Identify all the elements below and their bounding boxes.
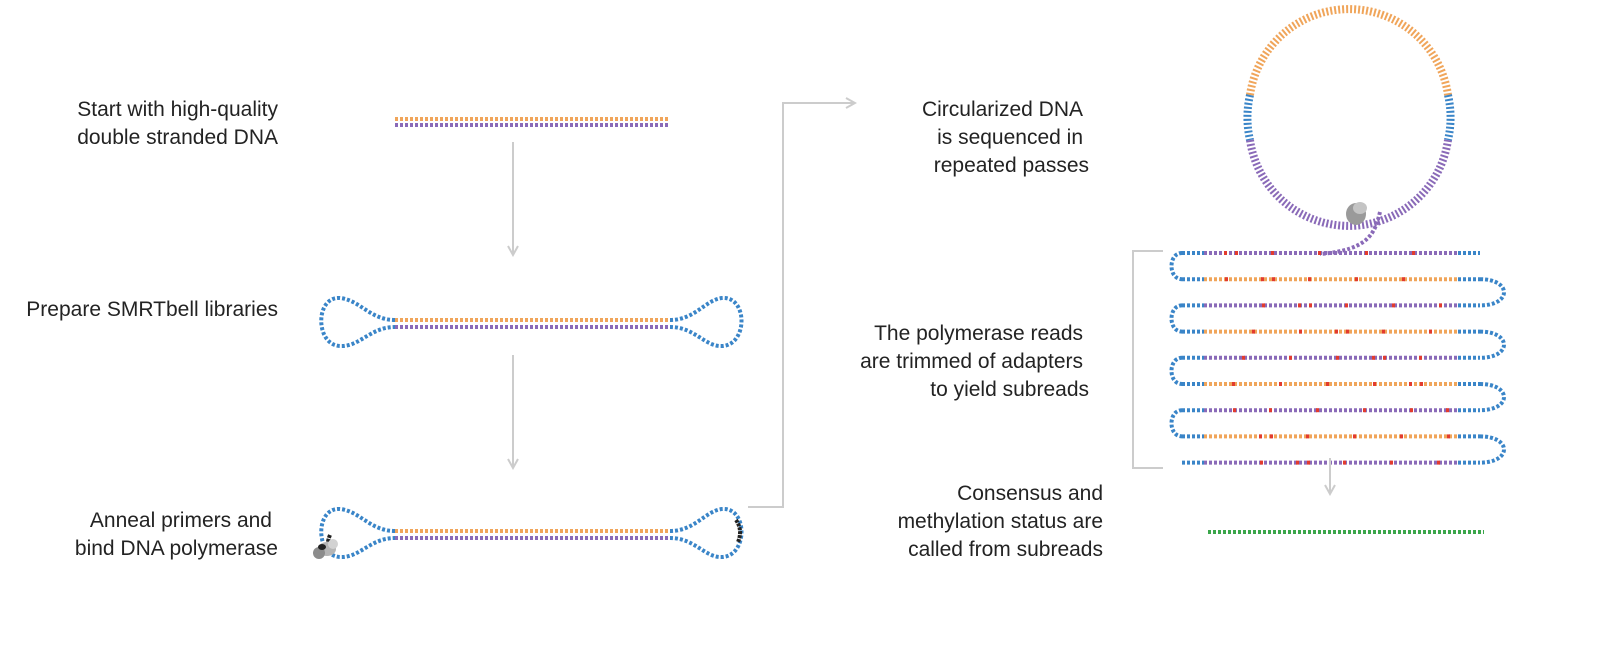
step2-label: Prepare SMRTbell libraries <box>0 296 278 324</box>
step4-line2: is sequenced in <box>937 126 1083 149</box>
subreads-bracket <box>1132 250 1163 469</box>
step6-line1: Consensus and <box>957 482 1103 505</box>
hairpin-adapter-right <box>669 295 744 348</box>
adapter-turn-left <box>1169 355 1183 386</box>
step1-label: Start with high-quality double stranded … <box>20 96 278 152</box>
adapter-turn-right <box>1479 329 1506 360</box>
step2-line1: Prepare SMRTbell libraries <box>26 298 278 321</box>
step5-label: The polymerase reads are trimmed of adap… <box>820 320 1089 404</box>
adapter-turn-left <box>1169 251 1183 282</box>
circle-left-blue <box>1243 94 1254 141</box>
circular-dna <box>1243 5 1455 256</box>
step3-line1: Anneal primers and <box>89 509 272 532</box>
step1-line2: double stranded DNA <box>77 126 278 149</box>
adapter-turn-right <box>1479 277 1506 308</box>
step6-line3: called from subreads <box>908 538 1103 561</box>
step1-line1: Start with high-quality <box>77 98 278 121</box>
step5-line1: The polymerase reads <box>874 322 1083 345</box>
step6-label: Consensus and methylation status are cal… <box>840 480 1103 564</box>
primer-right <box>734 518 743 543</box>
adapter-turn-right <box>1479 434 1506 465</box>
step3-label: Anneal primers and bind DNA polymerase <box>20 507 278 563</box>
adapter-turn-left <box>1169 303 1183 334</box>
step4-line1: Circularized DNA <box>921 98 1083 121</box>
linear-dsdna <box>395 117 670 127</box>
adapter-turn-left <box>1169 408 1183 439</box>
subreads-serpentine <box>1169 251 1506 465</box>
step5-line2: are trimmed of adapters <box>860 350 1083 373</box>
circle-right-blue <box>1444 94 1455 141</box>
step4-label: Circularized DNA is sequenced in repeate… <box>880 96 1089 180</box>
nascent-strand-exit <box>1319 211 1382 256</box>
step5-line3: to yield subreads <box>930 378 1089 401</box>
step3-line2: bind DNA polymerase <box>74 537 278 560</box>
hairpin-adapter-left <box>319 296 396 349</box>
arrow-step3-to-step4 <box>748 103 855 508</box>
adapter-turn-right <box>1479 382 1506 413</box>
polymerase-icon <box>313 539 338 559</box>
polymerase-icon <box>1346 202 1367 225</box>
circle-top-orange <box>1246 5 1452 96</box>
step6-line2: methylation status are <box>897 510 1103 533</box>
step4-line3: repeated passes <box>933 154 1089 177</box>
smrtbell-library <box>319 295 744 349</box>
smrtbell-with-polymerase <box>313 506 744 560</box>
